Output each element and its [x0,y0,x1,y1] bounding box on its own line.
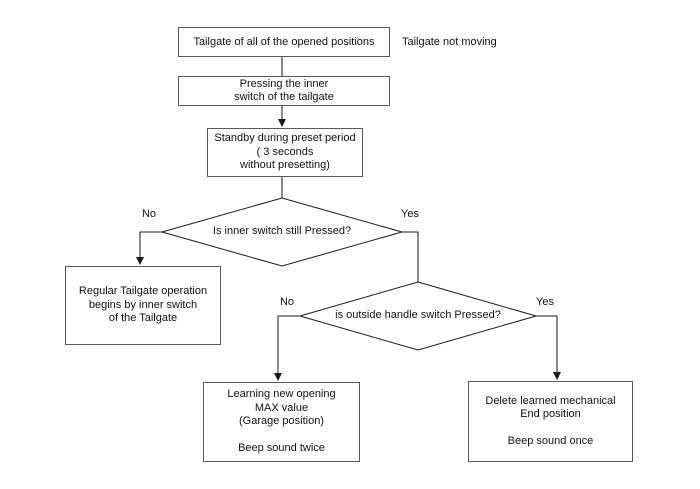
node-learning-max-value: Learning new opening MAX value (Garage p… [203,382,360,462]
edge-label-inner-yes: Yes [401,208,419,220]
node-regular-operation: Regular Tailgate operation begins by inn… [65,266,221,345]
node-press-inner-switch: Pressing the inner switch of the tailgat… [178,76,390,106]
arrowhead-standby [278,119,286,127]
decision-inner-switch-label: Is inner switch still Pressed? [212,225,352,237]
arrowhead-learning-max [274,373,282,381]
arrowhead-delete-end [553,372,561,380]
edge-inner-yes [402,231,419,283]
edge-outside-yes [536,315,558,373]
edge-inner-no [139,231,162,258]
node-delete-end-position: Delete learned mechanical End position B… [468,381,633,462]
node-start: Tailgate of all of the opened positions [178,27,390,57]
edge-label-outside-no: No [279,296,295,308]
edge-outside-no [277,315,300,374]
edge-label-outside-yes: Yes [536,296,554,308]
decision-outside-handle-shape [298,281,538,351]
decision-inner-switch-shape [160,197,404,267]
arrowhead-regular-operation [136,257,144,265]
decision-outside-handle-label: is outside handle switch Pressed? [335,309,501,321]
node-standby-preset: Standby during preset period ( 3 seconds… [207,128,363,177]
annotation-tailgate-not-moving: Tailgate not moving [402,36,497,48]
edge-label-inner-no: No [141,208,157,220]
